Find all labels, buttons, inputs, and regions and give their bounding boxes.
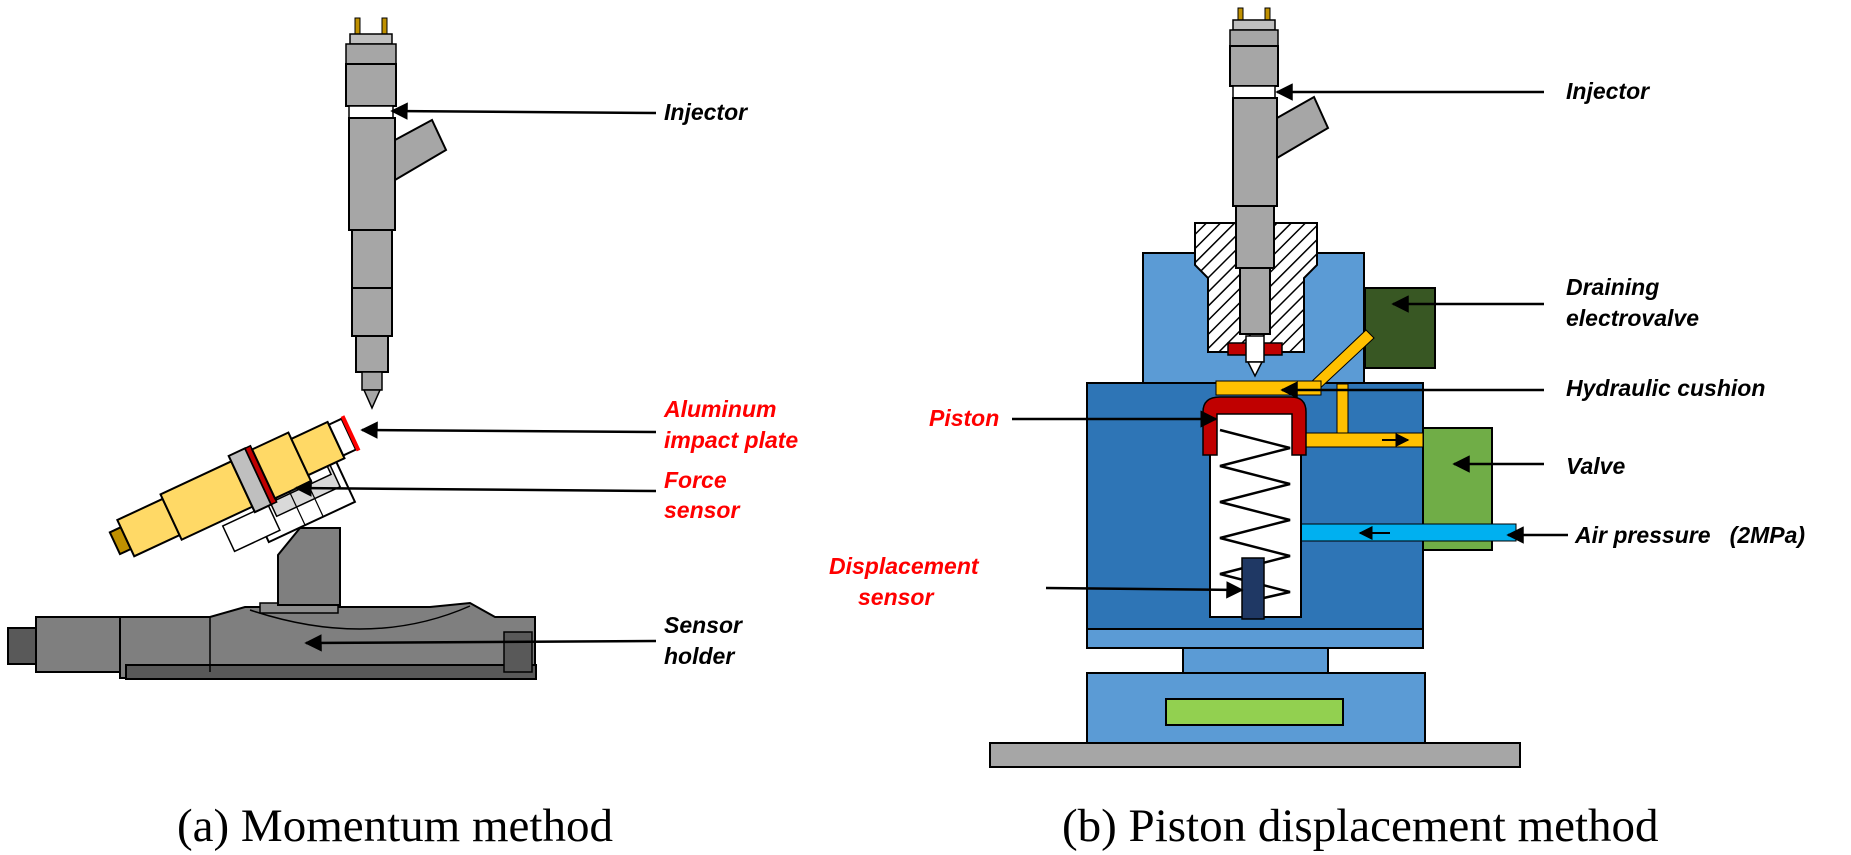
- label-injector-b: Injector: [1566, 78, 1650, 104]
- arrow-force-sensor: [294, 479, 657, 497]
- label-draining-line2: electrovalve: [1566, 305, 1699, 331]
- label-aluminum-line2: impact plate: [664, 427, 798, 453]
- arrow-sensor-holder: [304, 634, 657, 652]
- draining-electrovalve: [1364, 287, 1436, 369]
- panel-b-piston-displacement-method: Injector Draining electrovalve Hydraulic…: [829, 7, 1805, 852]
- arrow-aluminum: [360, 421, 657, 439]
- label-piston: Piston: [929, 405, 999, 431]
- label-injector-a: Injector: [664, 99, 748, 125]
- label-hydraulic-cushion: Hydraulic cushion: [1566, 375, 1765, 401]
- force-sensor: [108, 415, 361, 558]
- body-rim: [1086, 628, 1424, 649]
- injector-b: [1227, 7, 1330, 378]
- label-draining-line1: Draining: [1566, 274, 1659, 300]
- panel-a-momentum-method: Injector Aluminum impact plate Force sen…: [7, 17, 798, 852]
- label-force-line1: Force: [664, 467, 727, 493]
- label-holder-line1: Sensor: [664, 612, 743, 638]
- arrow-injector-a: [390, 102, 657, 120]
- arrow-displacement: [1045, 581, 1244, 599]
- caption-b: (b) Piston displacement method: [1062, 800, 1659, 852]
- label-displacement-line1: Displacement: [829, 553, 980, 579]
- label-displacement-line2: sensor: [858, 584, 934, 610]
- air-line: [1297, 523, 1517, 542]
- display-window: [1165, 698, 1344, 726]
- displacement-sensor-rod: [1241, 557, 1265, 620]
- label-air-pressure: Air pressure (2MPa): [1574, 522, 1805, 548]
- neck: [1182, 647, 1329, 674]
- caption-a: (a) Momentum method: [177, 800, 613, 852]
- base-plate: [989, 742, 1521, 768]
- injector-a: [345, 17, 448, 410]
- arrows-a: [294, 102, 657, 652]
- label-holder-line2: holder: [664, 643, 735, 669]
- sensor-holder: [7, 527, 537, 680]
- label-valve: Valve: [1566, 453, 1625, 479]
- label-aluminum-line1: Aluminum: [663, 396, 776, 422]
- label-force-line2: sensor: [664, 497, 740, 523]
- arrows-b: [1012, 83, 1568, 599]
